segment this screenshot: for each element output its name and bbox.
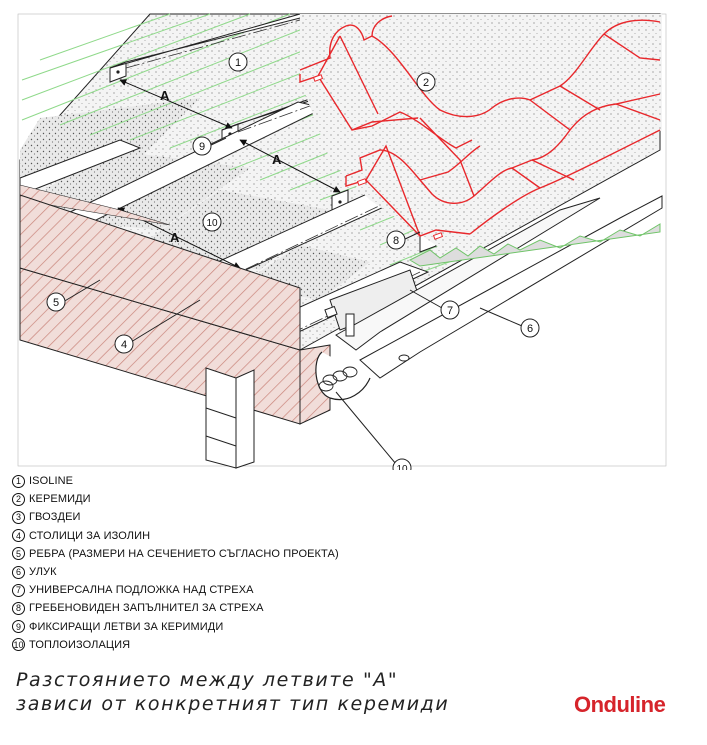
callout-7: 7 (409, 289, 460, 320)
callout-2: 2 (416, 72, 436, 92)
spacing-label: A (160, 88, 170, 103)
note-line-2: зависи от конкретният тип керемиди (16, 693, 450, 715)
legend-number: 9 (12, 620, 25, 634)
legend-number: 3 (12, 510, 25, 524)
eaves-flashing (335, 197, 601, 351)
gutter-hook (324, 305, 355, 337)
gutter-insulation-coil (318, 366, 358, 392)
legend-label: УНИВЕРСАЛНА ПОДЛОЖКА НАД СТРЕХА (29, 584, 254, 597)
legend-number: 2 (12, 492, 25, 506)
legend-item: 8 ГРЕБЕНОВИДЕН ЗАПЪЛНИТЕЛ ЗА СТРЕХА (12, 599, 432, 617)
svg-text:8: 8 (393, 235, 399, 247)
svg-text:10: 10 (206, 218, 218, 229)
legend-item: 2 КЕРЕМИДИ (12, 490, 432, 508)
legend-label: ГРЕБЕНОВИДЕН ЗАПЪЛНИТЕЛ ЗА СТРЕХА (29, 602, 264, 615)
legend: 1 ISOLINE 2 КЕРЕМИДИ 3 ГВОЗДЕИ 4 СТОЛИЦИ ЗА ИЗО… (12, 472, 432, 654)
legend-label: ISOLINE (29, 475, 74, 488)
legend-item: 7 УНИВЕРСАЛНА ПОДЛОЖКА НАД СТРЕХА (12, 581, 432, 599)
legend-number: 5 (12, 547, 25, 561)
roof-tiles (299, 14, 662, 248)
legend-label: ФИКСИРАЩИ ЛЕТВИ ЗА КЕРИМИДИ (29, 620, 224, 633)
legend-number: 6 (12, 565, 25, 579)
callout-1: 1 (228, 52, 248, 72)
callout-10-bottom: 10 (335, 391, 412, 470)
legend-number: 4 (12, 529, 25, 543)
svg-text:7: 7 (447, 305, 453, 317)
legend-item: 3 ГВОЗДЕИ (12, 508, 432, 526)
spacing-label: A (272, 152, 282, 167)
legend-label: УЛУК (29, 566, 57, 579)
column (205, 367, 255, 469)
svg-text:4: 4 (121, 339, 127, 351)
legend-item: 9 ФИКСИРАЩИ ЛЕТВИ ЗА КЕРИМИДИ (12, 618, 432, 636)
legend-number: 8 (12, 601, 25, 615)
callout-5: 5 (46, 279, 101, 312)
callout-4: 4 (114, 299, 201, 354)
svg-text:6: 6 (527, 323, 533, 335)
legend-item: 1 ISOLINE (12, 472, 432, 490)
gutter-outlet (398, 354, 410, 362)
svg-text:5: 5 (53, 297, 59, 309)
gutter-profile (315, 351, 371, 401)
legend-item: 4 СТОЛИЦИ ЗА ИЗОЛИН (12, 527, 432, 545)
legend-item: 10 ТОПЛОИЗОЛАЦИЯ (12, 636, 432, 654)
roof-construction-diagram: A A A (17, 13, 667, 470)
note-line-1: Разстоянието между летвите "А" (16, 669, 399, 691)
legend-label: РЕБРА (РАЗМЕРИ НА СЕЧЕНИЕТО СЪГЛАСНО ПРО… (29, 547, 339, 560)
legend-label: КЕРЕМИДИ (29, 493, 91, 506)
legend-label: ТОПЛОИЗОЛАЦИЯ (29, 638, 131, 651)
legend-label: ГВОЗДЕИ (29, 511, 81, 524)
legend-item: 6 УЛУК (12, 563, 432, 581)
svg-text:10: 10 (396, 464, 408, 470)
callout-9: 9 (192, 136, 227, 156)
svg-text:1: 1 (235, 57, 241, 69)
legend-number: 7 (12, 583, 25, 597)
svg-text:9: 9 (199, 141, 205, 153)
spacing-label: A (170, 230, 180, 245)
callout-8: 8 (386, 230, 421, 250)
legend-number: 10 (12, 638, 25, 652)
callout-10-top: 10 (202, 212, 222, 232)
eaves-comb-filler (408, 223, 661, 267)
callout-6: 6 (479, 307, 540, 338)
onduline-logo: Onduline (574, 692, 666, 717)
svg-text:2: 2 (423, 77, 429, 89)
legend-label: СТОЛИЦИ ЗА ИЗОЛИН (29, 529, 151, 542)
spacing-note: Разстоянието между летвите "А" зависи от… (16, 668, 536, 716)
legend-item: 5 РЕБРА (РАЗМЕРИ НА СЕЧЕНИЕТО СЪГЛАСНО ПР… (12, 545, 432, 563)
legend-number: 1 (12, 474, 25, 488)
